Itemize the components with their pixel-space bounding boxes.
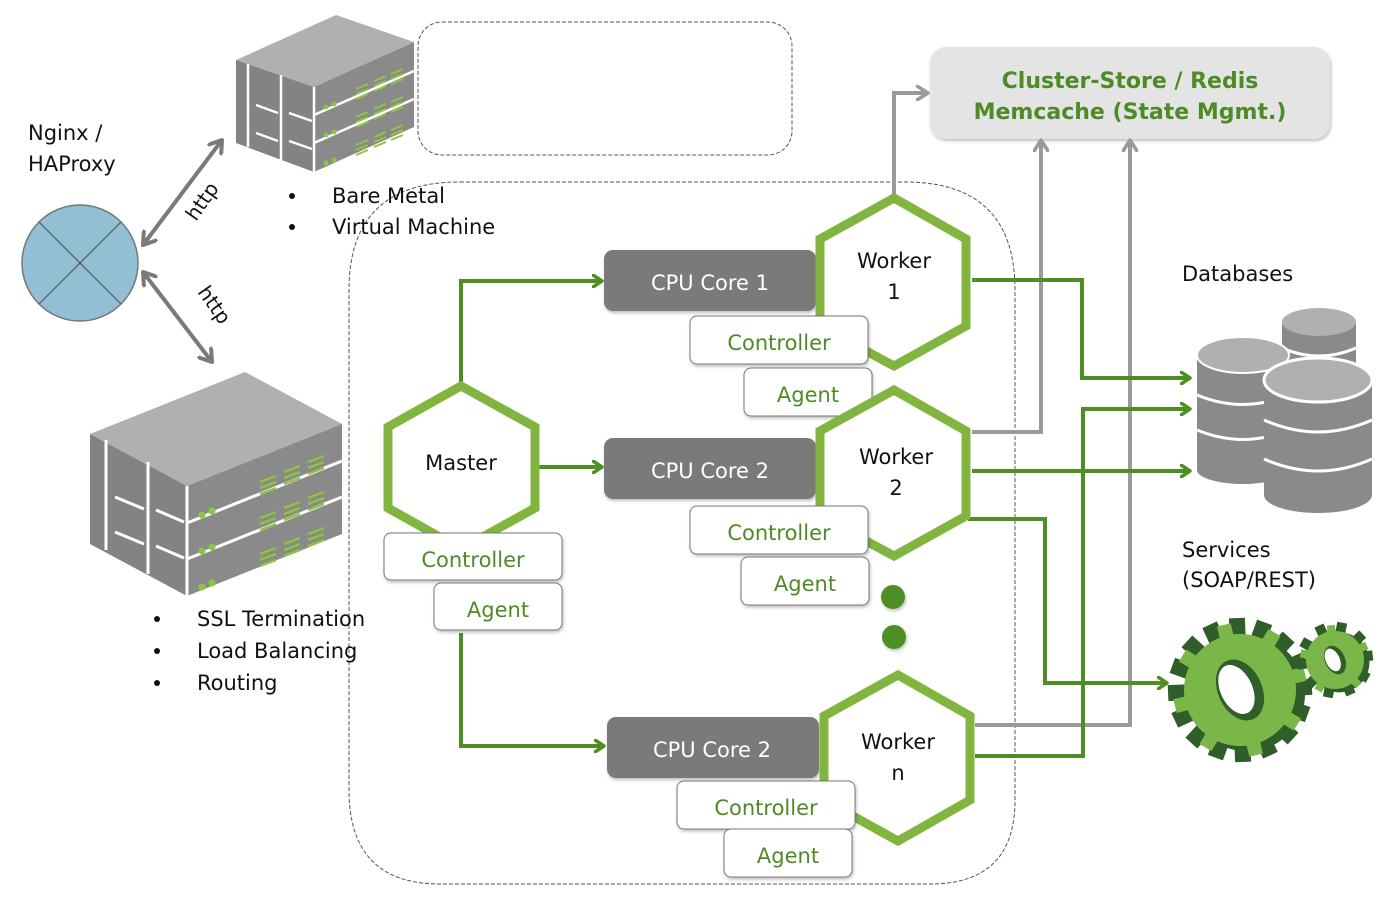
bullet-routing: Routing [197, 671, 278, 695]
worker2-to-services-arrow [968, 517, 1167, 683]
cluster-container [348, 181, 1016, 885]
worker-node[interactable] [819, 669, 975, 847]
agent-box[interactable] [743, 367, 873, 417]
controller-label: Controller [714, 796, 818, 820]
bullet-bare-metal: Bare Metal [332, 184, 445, 208]
http-arrow-top [143, 140, 222, 245]
cpu-core-label: CPU Core 2 [653, 738, 771, 762]
master-controller-box[interactable] [383, 532, 563, 581]
worker-n-group: CPU Core 2 Worker n Controller Agent [607, 669, 975, 878]
lb-server-bullets: SSL Termination Load Balancing Routing [154, 607, 365, 695]
worker2-to-store-arrow [972, 140, 1041, 434]
http-arrow-bottom [143, 272, 212, 362]
cpu-core-box[interactable] [604, 250, 816, 311]
bullet-load-balancing: Load Balancing [197, 639, 357, 663]
app-server-bullets: Bare Metal Virtual Machine [289, 184, 495, 239]
server-rack-icon-large [90, 372, 343, 596]
bullet-ssl-termination: SSL Termination [197, 607, 365, 631]
agent-box[interactable] [723, 828, 853, 878]
cpu-core-box[interactable] [607, 717, 819, 778]
worker-1-group: CPU Core 1 Worker 1 Controller Agent [604, 192, 971, 417]
agent-box[interactable] [740, 556, 870, 606]
services-label-line1: Services [1182, 538, 1271, 562]
load-balancer-title-line2: HAProxy [28, 152, 116, 176]
cluster-store-box [930, 47, 1330, 139]
worker-name-line2: 2 [889, 476, 902, 500]
agent-label: Agent [777, 383, 839, 407]
controller-box[interactable] [689, 315, 869, 365]
services-label-line2: (SOAP/REST) [1182, 568, 1316, 592]
empty-dashed-box [417, 21, 793, 156]
controller-box[interactable] [689, 505, 869, 555]
workern-to-db-arrow [975, 409, 1190, 758]
worker-name-line1: Worker [861, 730, 935, 754]
master-to-cpu1-arrow [459, 281, 602, 382]
worker-name-line1: Worker [859, 445, 933, 469]
master-agent-label: Agent [467, 598, 529, 622]
master-agent-box[interactable] [433, 582, 563, 631]
controller-label: Controller [727, 521, 831, 545]
master-to-cpun-arrow [459, 633, 604, 746]
worker-2-group: CPU Core 2 Worker 2 Controller Agent [604, 384, 971, 606]
master-label: Master [425, 451, 497, 475]
vertical-ellipsis-dots [881, 585, 906, 649]
worker-name-line2: 1 [887, 280, 900, 304]
worker1-to-store-arrow [892, 93, 928, 195]
database-icon [1196, 308, 1374, 513]
cpu-core-label: CPU Core 2 [651, 459, 769, 483]
server-rack-icon [236, 15, 415, 172]
bullet-virtual-machine: Virtual Machine [332, 215, 495, 239]
worker-name-line1: Worker [857, 249, 931, 273]
controller-label: Controller [727, 331, 831, 355]
databases-label: Databases [1182, 262, 1293, 286]
agent-label: Agent [774, 572, 836, 596]
http-label-bottom: http [193, 281, 236, 328]
gears-icon [1167, 617, 1374, 763]
cluster-store-line2: Memcache (State Mgmt.) [974, 100, 1287, 125]
worker1-to-db-arrow [972, 278, 1190, 378]
worker-name-line2: n [891, 761, 904, 785]
cluster-store-line1: Cluster-Store / Redis [1002, 69, 1259, 94]
load-balancer-icon [21, 204, 139, 322]
cpu-core-box[interactable] [604, 438, 816, 499]
load-balancer-title-line1: Nginx / [28, 121, 103, 145]
master-controller-label: Controller [421, 548, 525, 572]
cpu-core-label: CPU Core 1 [651, 271, 769, 295]
agent-label: Agent [757, 844, 819, 868]
workern-to-store-arrow [975, 140, 1130, 727]
